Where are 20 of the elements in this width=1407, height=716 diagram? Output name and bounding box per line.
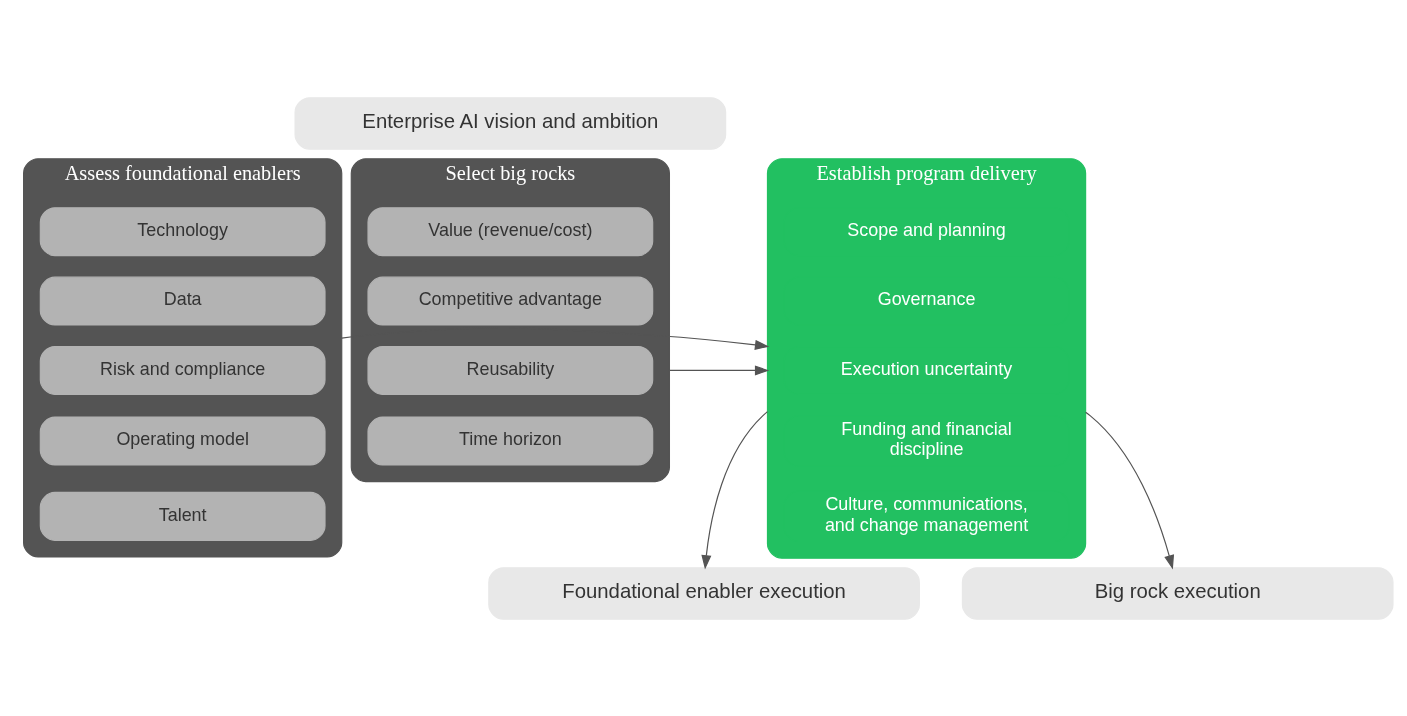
node-box: Competitive advantage [367, 276, 654, 326]
node-box: Big rock execution [961, 566, 1394, 620]
node-box: Operating model [39, 416, 326, 466]
node-text: Governance [877, 288, 976, 309]
arrow [1085, 411, 1175, 570]
node-text: Execution uncertainty [840, 358, 1013, 379]
node-box: Value (revenue/cost) [367, 206, 654, 256]
node-text: Funding and financial discipline [841, 418, 1012, 459]
node-box: Data [39, 276, 326, 326]
node-box: Foundational enabler execution [488, 566, 920, 620]
node-box: Technology [39, 206, 326, 256]
node-box: Risk and compliance [39, 345, 326, 395]
arrow [701, 410, 769, 569]
node-box: Reusability [367, 345, 654, 395]
node-box: Enterprise AI vision and ambition [294, 96, 727, 150]
node-box: Talent [39, 491, 326, 541]
node-text: Culture, communications, and change management [824, 493, 1029, 535]
arrow [668, 364, 770, 375]
node-box: Time horizon [367, 416, 654, 466]
node-text: Scope and planning [847, 219, 1006, 240]
